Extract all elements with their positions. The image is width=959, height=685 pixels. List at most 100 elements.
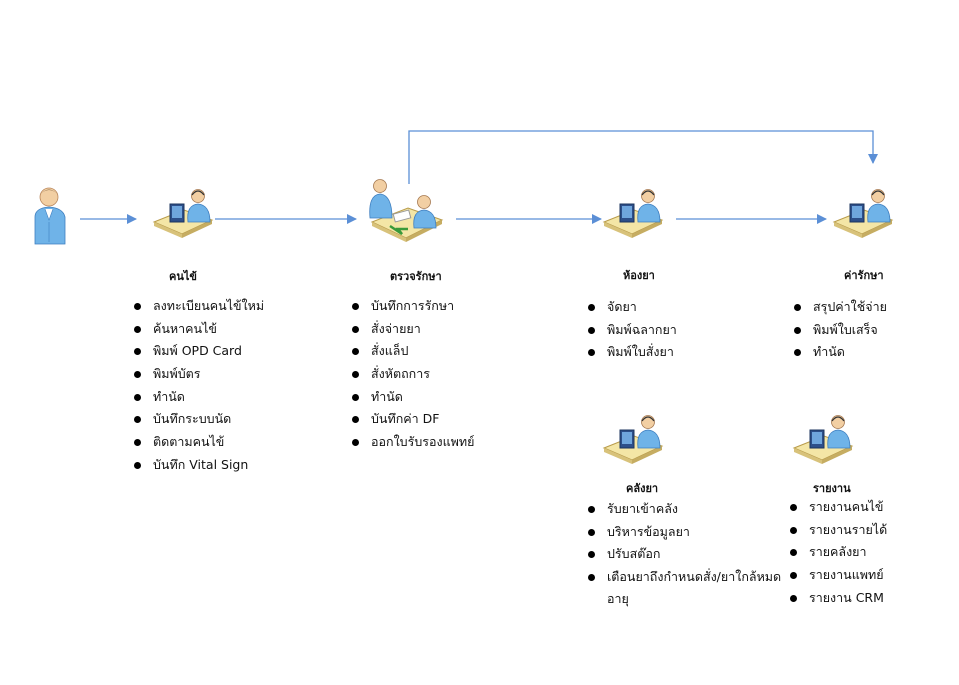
bullet-icon	[588, 326, 595, 334]
list-item: สั่งจ่ายยา	[350, 318, 474, 341]
bullet-icon	[352, 325, 359, 333]
list-item-label: รับยาเข้าคลัง	[607, 501, 678, 516]
bullet-icon	[790, 526, 797, 534]
bullet-icon	[352, 303, 359, 310]
exam-station-title: ตรวจรักษา	[390, 270, 442, 283]
bullet-icon	[794, 349, 801, 357]
list-item-label: เตือนยาถึงกำหนดสั่ง/ยาใกล้หมดอายุ	[607, 569, 782, 607]
list-item: สรุปค่าใช้จ่าย	[792, 296, 887, 319]
pharmacy-task-list: จัดยา พิมพ์ฉลากยา พิมพ์ใบสั่งยา	[586, 296, 677, 364]
bullet-icon	[134, 416, 141, 424]
reports-task-list: รายงานคนไข้ รายงานรายได้ รายคลังยา รายงา…	[788, 496, 887, 609]
list-item-label: ทำนัด	[371, 388, 403, 404]
bullet-icon	[794, 304, 801, 311]
list-item-label: สั่งจ่ายยา	[371, 320, 421, 336]
list-item: พิมพ์บัตร	[132, 363, 264, 386]
list-item: รายงานรายได้	[788, 519, 887, 542]
list-item: จัดยา	[586, 296, 677, 319]
bullet-icon	[588, 304, 595, 311]
list-item-label: ปรับสต๊อก	[607, 546, 661, 562]
bullet-icon	[352, 439, 359, 447]
list-item-label: พิมพ์ใบสั่งยา	[607, 344, 674, 360]
bullet-icon	[134, 371, 141, 379]
list-item: บริหารข้อมูลยา	[586, 521, 782, 544]
billing-station-icon	[832, 189, 894, 238]
list-item: บันทึกการรักษา	[350, 295, 474, 318]
bullet-icon	[134, 325, 141, 333]
bullet-icon	[134, 439, 141, 447]
list-item-label: พิมพ์บัตร	[153, 366, 201, 382]
warehouse-station-title: คลังยา	[626, 482, 659, 495]
list-item-label: บันทึกการรักษา	[371, 298, 455, 313]
bullet-icon	[352, 416, 359, 424]
list-item: บันทึกค่า DF	[350, 408, 474, 431]
list-item-label: สรุปค่าใช้จ่าย	[813, 299, 887, 314]
list-item: รับยาเข้าคลัง	[586, 498, 782, 521]
bullet-icon	[588, 574, 595, 582]
list-item: บันทึกระบบนัด	[132, 408, 264, 431]
list-item: ทำนัด	[132, 386, 264, 409]
list-item-label: สั่งหัตถการ	[371, 366, 430, 382]
list-item-label: ทำนัด	[153, 388, 185, 404]
patient-station-icon	[152, 189, 214, 238]
exam-task-list: บันทึกการรักษา สั่งจ่ายยา สั่งแล็ป สั่งห…	[350, 295, 474, 454]
list-item-label: รายงานรายได้	[809, 521, 888, 537]
list-item: ทำนัด	[792, 341, 887, 364]
list-item: รายงานคนไข้	[788, 496, 887, 519]
list-item-label: บันทึกค่า DF	[371, 411, 440, 427]
bullet-icon	[790, 504, 797, 511]
list-item-label: รายงานคนไข้	[809, 499, 884, 514]
list-item-label: พิมพ์ OPD Card	[153, 343, 242, 359]
list-item: ติดตามคนไข้	[132, 431, 264, 454]
bullet-icon	[588, 349, 595, 357]
bullet-icon	[790, 549, 797, 557]
bullet-icon	[790, 594, 797, 602]
list-item: รายงานแพทย์	[788, 564, 887, 587]
list-item: ค้นหาคนไข้	[132, 318, 264, 341]
list-item: รายงาน CRM	[788, 587, 887, 610]
bullet-icon	[588, 551, 595, 559]
warehouse-task-list: รับยาเข้าคลัง บริหารข้อมูลยา ปรับสต๊อก เ…	[586, 498, 782, 610]
list-item-label: ค้นหาคนไข้	[153, 320, 217, 336]
list-item-label: ทำนัด	[813, 344, 845, 360]
bullet-icon	[352, 393, 359, 401]
bullet-icon	[794, 326, 801, 334]
list-item-label: รายงาน CRM	[809, 589, 884, 605]
list-item: สั่งแล็ป	[350, 340, 474, 363]
list-item: เตือนยาถึงกำหนดสั่ง/ยาใกล้หมดอายุ	[586, 566, 782, 610]
list-item-label: บริหารข้อมูลยา	[607, 523, 690, 539]
exam-station-icon	[369, 179, 444, 242]
list-item: พิมพ์ใบสั่งยา	[586, 341, 677, 364]
list-item-label: พิมพ์ใบเสร็จ	[813, 321, 878, 337]
list-item-label: สั่งแล็ป	[371, 343, 409, 359]
list-item-label: บันทึกระบบนัด	[153, 411, 232, 427]
list-item-label: ออกใบรับรองแพทย์	[371, 434, 475, 450]
list-item-label: รายงานแพทย์	[809, 567, 884, 583]
reports-station-title: รายงาน	[813, 482, 851, 495]
bullet-icon	[790, 572, 797, 580]
pharmacy-station-title: ห้องยา	[623, 269, 655, 282]
bullet-icon	[134, 348, 141, 356]
list-item: บันทึก Vital Sign	[132, 454, 264, 477]
list-item: ลงทะเบียนคนไข้ใหม่	[132, 295, 264, 318]
list-item: พิมพ์ฉลากยา	[586, 319, 677, 342]
bullet-icon	[134, 393, 141, 401]
billing-station-title: ค่ารักษา	[844, 269, 884, 282]
list-item-label: รายคลังยา	[809, 544, 867, 560]
user-icon	[34, 187, 66, 245]
list-item-label: จัดยา	[607, 299, 637, 314]
list-item: ทำนัด	[350, 386, 474, 409]
list-item: พิมพ์ OPD Card	[132, 340, 264, 363]
warehouse-station-icon	[602, 415, 664, 464]
bullet-icon	[134, 303, 141, 310]
list-item-label: บันทึก Vital Sign	[153, 456, 249, 472]
bullet-icon	[352, 348, 359, 356]
list-item: สั่งหัตถการ	[350, 363, 474, 386]
list-item-label: ติดตามคนไข้	[153, 434, 225, 450]
reports-station-icon	[792, 415, 854, 464]
bullet-icon	[134, 461, 141, 469]
list-item: พิมพ์ใบเสร็จ	[792, 319, 887, 342]
bullet-icon	[588, 506, 595, 513]
bullet-icon	[588, 528, 595, 536]
